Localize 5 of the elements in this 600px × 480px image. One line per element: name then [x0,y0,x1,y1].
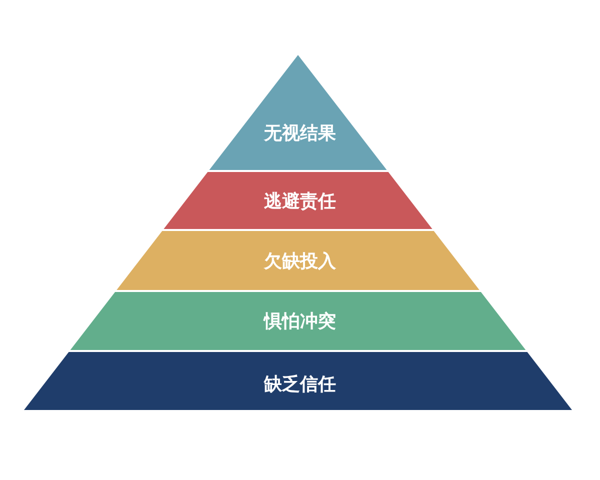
layer-label: 缺乏信任 [264,372,336,396]
layer-label: 欠缺投入 [264,250,336,272]
layer-label: 惧怕冲突 [264,310,336,333]
layer-label: 逃避责任 [264,190,336,212]
layer-label: 无视结果 [264,122,336,146]
